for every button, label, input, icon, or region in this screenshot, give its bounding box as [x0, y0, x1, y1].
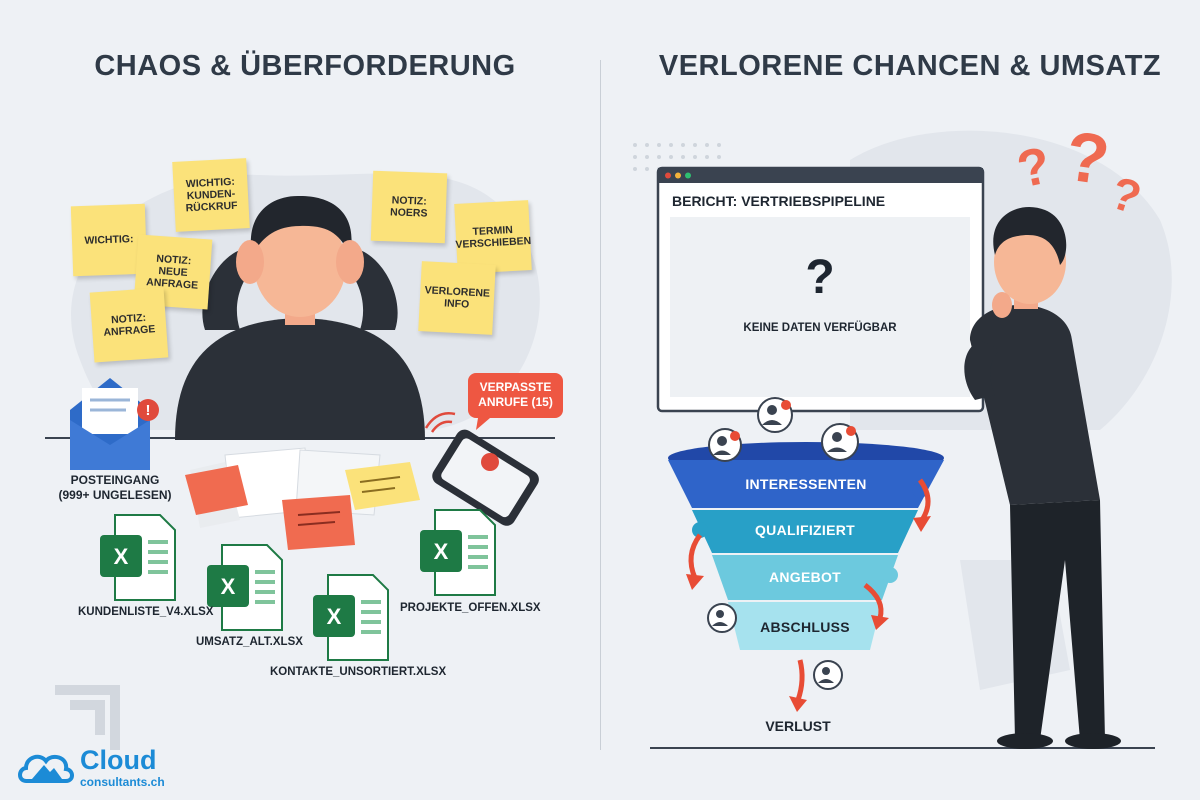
- alert-mark: !: [145, 402, 151, 419]
- funnel-stage-2: [692, 510, 918, 553]
- person-left-hand: [236, 240, 264, 284]
- funnel-label-interessenten: INTERESSENTEN: [745, 476, 867, 492]
- arrow-head-icon: [871, 615, 889, 630]
- inbox-label: POSTEINGANG (999+ UNGELESEN): [58, 473, 172, 502]
- loss-arrow-icon: [688, 478, 931, 701]
- left-illustration: [45, 173, 563, 750]
- excel-letter: X: [433, 539, 449, 564]
- excel-file-icon: [100, 514, 176, 601]
- logo-brand: Cloud: [80, 745, 157, 775]
- arrow-head-icon: [913, 516, 931, 532]
- sticky-note: WICHTIG: KUNDEN- RÜCKRUF: [172, 158, 250, 232]
- cloud-logo-icon: [18, 754, 74, 783]
- right-title: VERLORENE CHANCEN & UMSATZ: [658, 50, 1162, 82]
- center-divider: [600, 60, 601, 750]
- file-label: PROJEKTE_OFFEN.XLSX: [400, 602, 541, 614]
- missed-calls-text: VERPASSTE ANRUFE (15): [478, 380, 553, 409]
- thinking-person-arm: [964, 340, 1000, 400]
- user-avatar-icon: [707, 603, 737, 633]
- funnel-stage-4: [728, 602, 882, 650]
- funnel-label-angebot: ANGEBOT: [768, 569, 842, 585]
- user-avatar-icon: [708, 428, 742, 462]
- logo-domain: consultants.ch: [80, 775, 165, 789]
- person-right-hand: [336, 240, 364, 284]
- thinking-person-hair: [993, 207, 1067, 265]
- funnel-label-qualifiziert: QUALIFIZIERT: [754, 522, 856, 538]
- right-illustration: [633, 130, 1172, 749]
- excel-letter: X: [113, 544, 129, 569]
- envelope-icon: [70, 378, 159, 470]
- thinking-person-body: [970, 305, 1100, 505]
- sticky-note: NOTIZ: ANFRAGE: [89, 287, 169, 363]
- excel-file-icon: [420, 509, 496, 596]
- funnel-label-abschluss: ABSCHLUSS: [760, 619, 850, 635]
- corner-decoration: [55, 685, 120, 750]
- excel-file-icon: [313, 574, 389, 661]
- funnel-stage-1: [668, 460, 944, 508]
- phone-icon: [424, 412, 539, 526]
- thinking-person-legs: [1010, 500, 1105, 740]
- arrow-head-icon: [686, 574, 704, 590]
- user-avatar-icon: [821, 423, 859, 461]
- excel-letter: X: [326, 604, 342, 629]
- excel-file-icon: [207, 544, 283, 631]
- file-label: KONTAKTE_UNSORTIERT.XLSX: [270, 666, 447, 678]
- report-question-mark: ?: [805, 251, 835, 304]
- arrow-head-icon: [789, 696, 807, 712]
- person-torso: [175, 318, 425, 440]
- person-hair: [250, 195, 352, 255]
- thinking-person-hand: [992, 292, 1012, 318]
- loss-label: VERLUST: [765, 718, 831, 734]
- person-head: [254, 213, 346, 317]
- excel-letter: X: [220, 574, 236, 599]
- missed-calls-bubble: [468, 373, 563, 418]
- report-title: BERICHT: VERTRIEBSPIPELINE: [672, 193, 886, 209]
- sticky-note: NOTIZ: NOERS: [370, 170, 448, 244]
- alert-badge-icon: [137, 399, 159, 421]
- report-empty-state: KEINE DATEN VERFÜGBAR: [743, 322, 897, 334]
- desk-note-yellow: [345, 462, 420, 510]
- desk-note-orange: [185, 465, 248, 515]
- user-avatar-icon: [757, 397, 793, 433]
- left-title: CHAOS & ÜBERFORDERUNG: [94, 50, 516, 82]
- funnel-stage-3: [712, 555, 898, 600]
- sticky-note: VERLORENE INFO: [418, 261, 496, 335]
- file-label: KUNDENLISTE_V4.XLSX: [78, 606, 214, 618]
- user-avatar-icon: [813, 660, 843, 690]
- file-label: UMSATZ_ALT.XLSX: [196, 636, 303, 648]
- report-content: [670, 217, 970, 397]
